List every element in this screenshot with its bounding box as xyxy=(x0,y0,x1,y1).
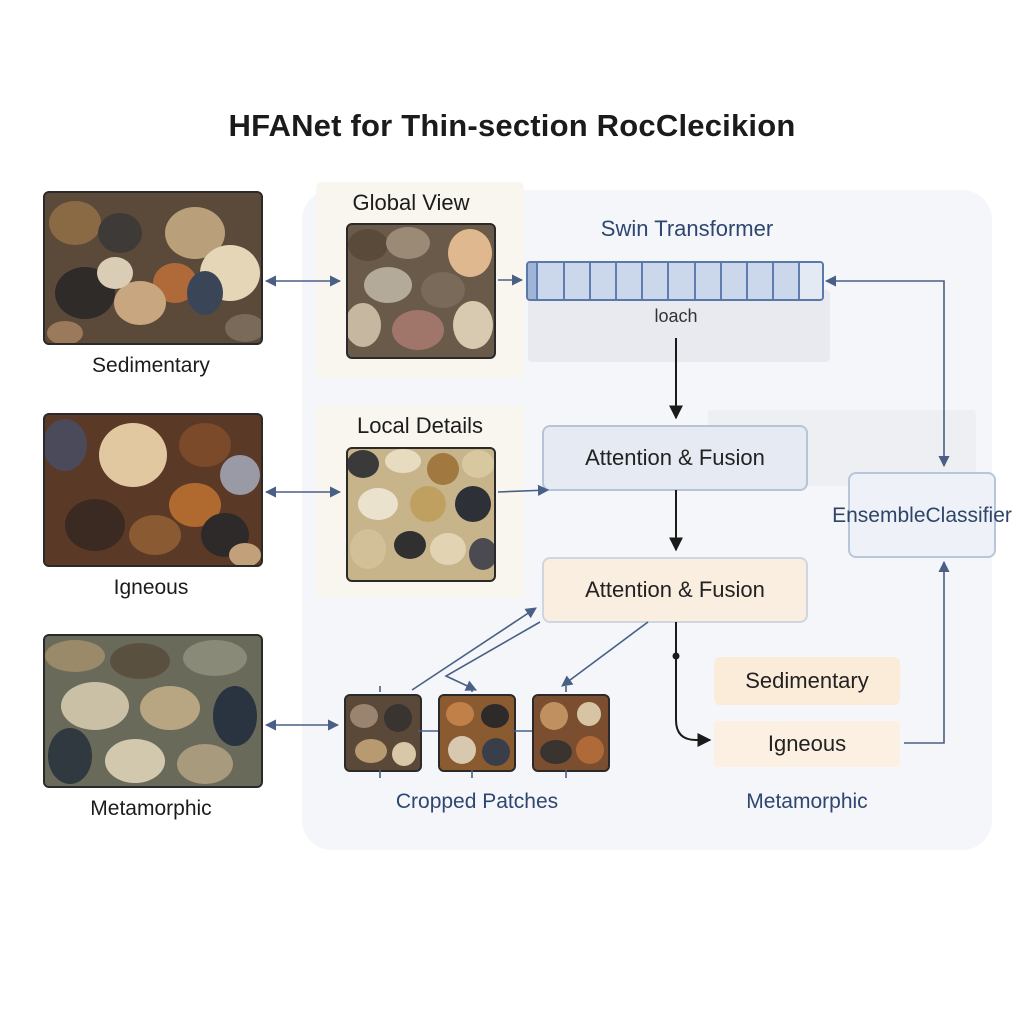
swin-token xyxy=(528,263,539,299)
metamorphic-input-image xyxy=(43,634,263,788)
swin-token xyxy=(564,263,591,299)
attention-fusion-top: Attention & Fusion xyxy=(542,425,808,491)
input-label-sedimentary: Sedimentary xyxy=(92,354,210,377)
cropped-patch-1 xyxy=(344,694,422,772)
input-label-metamorphic: Metamorphic xyxy=(90,797,212,820)
swin-transformer-label: Swin Transformer xyxy=(600,216,774,241)
output-metamorphic: Metamorphic xyxy=(746,790,868,813)
igneous-input-image xyxy=(43,413,263,567)
swin-token xyxy=(774,263,801,299)
output-igneous: Igneous xyxy=(714,721,900,767)
cropped-patch-3 xyxy=(532,694,610,772)
swin-token xyxy=(695,263,722,299)
swin-token xyxy=(538,263,565,299)
cropped-patches-label: Cropped Patches xyxy=(395,790,559,813)
local-details-image xyxy=(346,447,496,582)
swin-token xyxy=(669,263,696,299)
swin-panel xyxy=(528,290,830,362)
swin-token xyxy=(800,263,822,299)
global-view-image xyxy=(346,223,496,359)
input-label-igneous: Igneous xyxy=(113,576,189,599)
local-details-label: Local Details xyxy=(357,413,483,438)
swin-token xyxy=(747,263,775,299)
global-view-label: Global View xyxy=(352,190,470,215)
swin-token xyxy=(721,263,748,299)
swin-token-bar xyxy=(526,261,824,301)
ensemble-line1: Ensemble xyxy=(832,503,926,527)
swin-token xyxy=(643,263,670,299)
swin-sublabel: loach xyxy=(654,306,698,326)
swin-token xyxy=(590,263,617,299)
diagram-title: HFANet for Thin-section RocClecikion xyxy=(228,108,796,143)
sedimentary-input-image xyxy=(43,191,263,345)
output-sedimentary: Sedimentary xyxy=(714,657,900,705)
ensemble-line2: Classifier xyxy=(925,503,1012,527)
attention-fusion-bottom: Attention & Fusion xyxy=(542,557,808,623)
swin-token xyxy=(616,263,644,299)
ensemble-classifier: Ensemble Classifier xyxy=(832,472,1012,558)
cropped-patch-2 xyxy=(438,694,516,772)
